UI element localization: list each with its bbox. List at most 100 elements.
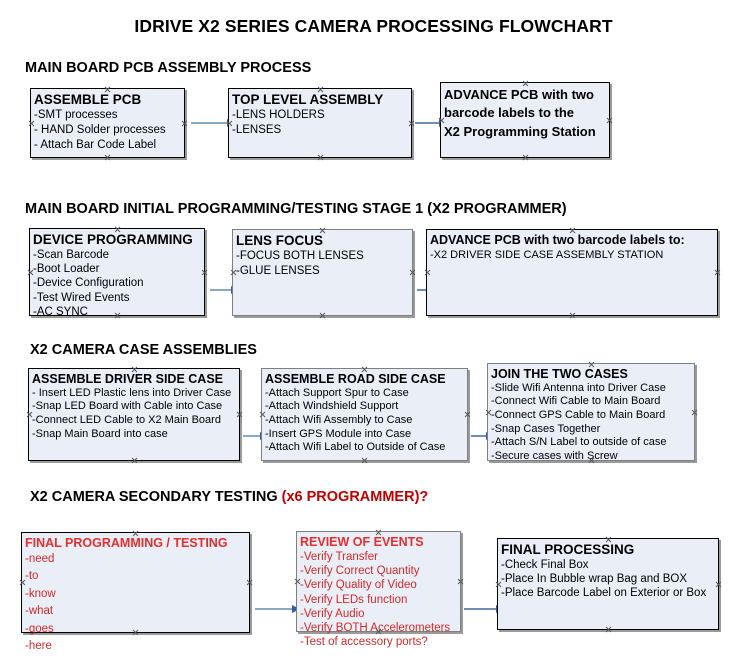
box-title: DEVICE PROGRAMMING [33,232,193,247]
box-line: -Attach Wifi Label to Outside of Case [265,441,446,454]
section-header-main-board-pcb-assembly: MAIN BOARD PCB ASSEMBLY PROCESS [25,60,311,76]
box-line: -Device Configuration [33,277,144,290]
connector-handle-bottom[interactable] [131,457,138,464]
box-line: -SMT processes [34,108,118,121]
connector-handle-right[interactable] [457,578,464,585]
connector-handle-right[interactable] [691,409,698,416]
box-line: -Connect GPS Cable to Main Board [491,409,666,421]
box-line: -Connect LED Cable to X2 Main Board [32,414,221,426]
connector-handle-right[interactable] [236,411,243,418]
connector-handle-right[interactable] [408,120,415,127]
connector-handle-bottom[interactable] [319,312,326,319]
connector-handle-right[interactable] [606,117,613,124]
connector-handle-left[interactable] [424,269,431,276]
box-line: -Connect Wifi Cable to Main Board [491,395,661,408]
box-line: -Place In Bubble wrap Bag and BOX [501,573,688,586]
box-title: ASSEMBLE ROAD SIDE CASE [265,372,446,386]
box-advance-pcb-driver-side[interactable]: ADVANCE PCB with two barcode labels to: … [426,229,718,316]
box-line: - Attach Bar Code Label [34,138,157,151]
box-title: FINAL PROCESSING [501,542,635,557]
connector-handle-right[interactable] [714,269,721,276]
box-title: ADVANCE PCB with two barcode labels to: [430,233,685,247]
box-line: -GLUE LENSES [236,264,320,277]
connector-handle-right[interactable] [464,411,471,418]
box-line: -Snap Cases Together [491,422,601,435]
box-title: LENS FOCUS [236,233,324,248]
box-line: -Slide Wifi Antenna into Driver Case [491,381,666,394]
connector-handle-bottom[interactable] [522,154,529,161]
box-join-the-two-cases[interactable]: JOIN THE TWO CASES -Slide Wifi Antenna i… [487,363,698,462]
box-line: -Check Final Box [501,558,589,571]
connector-handle-right[interactable] [201,269,208,276]
box-title: REVIEW OF EVENTS [300,535,424,549]
box-line: -FOCUS BOTH LENSES [236,249,364,262]
page-title: IDRIVE X2 SERIES CAMERA PROCESSING FLOWC… [134,16,613,36]
box-line: -Scan Barcode [33,248,110,261]
box-line: -to [25,570,39,583]
box-line: -Verify LEDs function [300,593,408,606]
connector-handle-bottom[interactable] [361,457,368,464]
arrow-review-of-events-to-final-processing [464,604,504,613]
box-line: -Boot Loader [33,263,100,276]
box-lens-focus[interactable]: LENS FOCUS -FOCUS BOTH LENSES -GLUE LENS… [232,229,413,316]
box-assemble-driver-side-case[interactable]: ASSEMBLE DRIVER SIDE CASE - Insert LED P… [28,368,240,461]
box-review-of-events[interactable]: REVIEW OF EVENTS -Verify Transfer -Verif… [296,531,464,648]
connector-handle-right[interactable] [715,581,722,588]
connector-handle-right[interactable] [409,269,416,276]
box-line: -Verify Quality of Video [300,579,417,592]
connector-handle-right[interactable] [181,120,188,127]
arrow-top-level-to-advance-pcb [415,118,447,127]
box-line: -Place Barcode Label on Exterior or Box [501,587,707,600]
box-advance-pcb-programming-station[interactable]: ADVANCE PCB with two barcode labels to t… [440,82,610,158]
connector-handle-bottom[interactable] [605,626,612,633]
section-header-text: MAIN BOARD INITIAL PROGRAMMING/TESTING S… [25,201,567,217]
box-line: -Attach Support Spur to Case [265,386,409,399]
box-line: -goes [25,622,54,635]
box-title: TOP LEVEL ASSEMBLY [232,92,384,107]
box-line: -need [25,552,55,565]
box-final-programming-testing[interactable]: FINAL PROGRAMMING / TESTING -need -to -k… [21,532,253,652]
connector-handle-bottom[interactable] [104,154,111,161]
arrow-device-programming-to-lens-focus [210,285,239,294]
box-title: ASSEMBLE DRIVER SIDE CASE [32,372,224,386]
box-line: - HAND Solder processes [34,123,166,136]
section-header-x2-camera-secondary-testing: X2 CAMERA SECONDARY TESTING (x6 PROGRAMM… [30,489,428,505]
arrow-assemble-pcb-to-top-level [191,118,235,127]
section-header-text: MAIN BOARD PCB ASSEMBLY PROCESS [25,60,312,76]
box-line: -Insert GPS Module into Case [265,427,412,440]
box-line: -Verify Correct Quantity [300,565,420,577]
box-line: -Secure cases with Screw [491,449,618,462]
box-line-overflow: -Test of accessory ports? [300,636,428,649]
box-title: FINAL PROGRAMMING / TESTING [25,536,228,550]
box-line: -Verify Audio [300,607,365,620]
box-line: -Attach Wifi Assembly to Case [265,414,413,426]
section-header-x2-camera-case-assemblies: X2 CAMERA CASE ASSEMBLIES [30,342,257,358]
connector-handle-bottom[interactable] [317,154,324,161]
box-line: -Attach S/N Label to outside of case [491,436,667,449]
section-header-text: X2 CAMERA SECONDARY TESTING [30,489,282,505]
connector-handle-right[interactable] [246,579,253,586]
box-title: ASSEMBLE PCB [34,92,142,107]
connector-handle-bottom[interactable] [569,312,576,319]
box-device-programming[interactable]: DEVICE PROGRAMMING -Scan Barcode -Boot L… [29,228,208,318]
box-line: -LENSES [232,123,282,136]
box-line: X2 Programming Station [444,123,596,139]
arrow-final-programming-to-review-of-events [255,604,300,613]
section-header-main-board-initial-programming: MAIN BOARD INITIAL PROGRAMMING/TESTING S… [25,201,567,217]
box-assemble-road-side-case[interactable]: ASSEMBLE ROAD SIDE CASE -Attach Support … [261,368,468,461]
box-title: JOIN THE TWO CASES [491,367,628,381]
box-line: -LENS HOLDERS [232,108,325,121]
box-line: - Insert LED Plastic lens into Driver Ca… [32,386,232,399]
box-top-level-assembly[interactable]: TOP LEVEL ASSEMBLY -LENS HOLDERS -LENSES [228,88,412,158]
box-assemble-pcb[interactable]: ASSEMBLE PCB -SMT processes - HAND Solde… [30,88,185,158]
box-line: barcode labels to the [444,105,575,121]
box-line: -what [25,605,54,618]
box-line: -know [25,587,56,600]
box-line: -Test Wired Events [33,291,130,304]
box-line: -Verify BOTH Accelerometers [300,622,451,634]
box-line: -Snap Main Board into case [32,427,168,440]
box-line: -Verify Transfer [300,550,378,563]
box-line: -Attach Windshield Support [265,400,399,413]
box-final-processing[interactable]: FINAL PROCESSING -Check Final Box -Place… [497,538,719,630]
